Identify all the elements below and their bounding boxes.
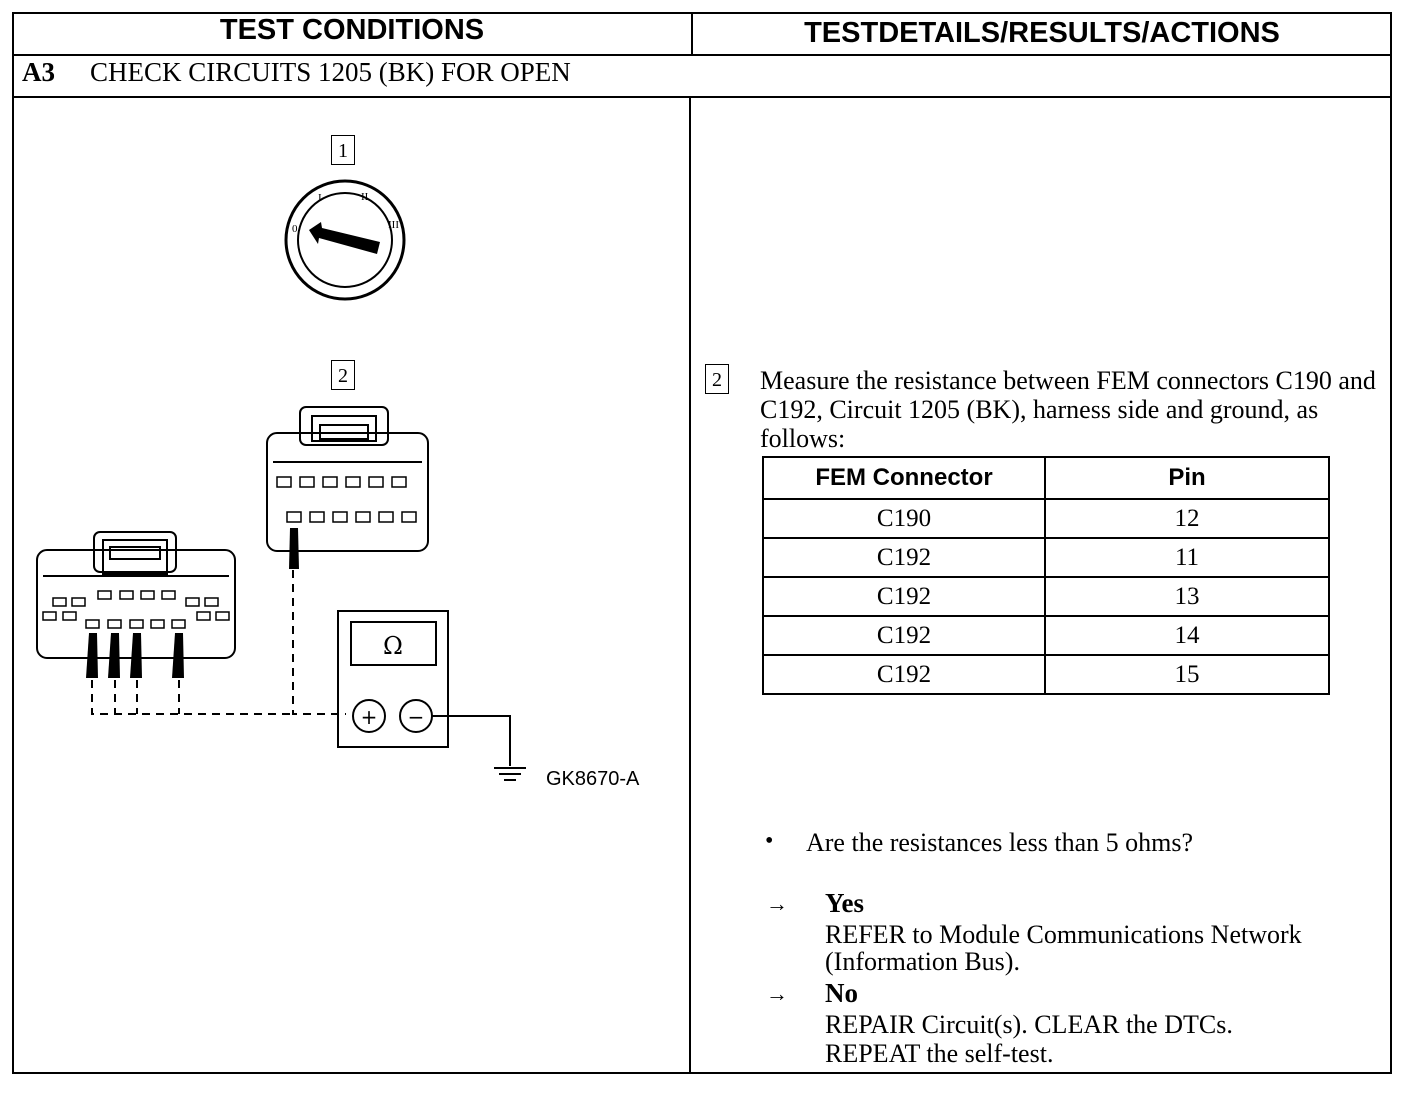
step-divider — [12, 96, 1392, 98]
table-row: C192 11 — [762, 537, 1330, 578]
table-cell-connector: C190 — [762, 498, 1046, 539]
header-test-conditions: TEST CONDITIONS — [219, 14, 485, 46]
diagram-step2-label: 2 — [331, 360, 355, 390]
table-row: C192 15 — [762, 654, 1330, 695]
step-id: A3 — [22, 57, 55, 87]
table-cell-connector: C192 — [762, 537, 1046, 578]
ignition-pos-2: II — [361, 191, 369, 203]
test-lead-wires — [91, 570, 346, 715]
table-header-row: FEM Connector Pin — [762, 456, 1330, 500]
answer-yes-action-line1: REFER to Module Communications Network — [825, 920, 1302, 949]
diagram-step1-label: 1 — [331, 135, 355, 165]
ignition-pos-1: I — [318, 192, 322, 204]
yes-arrow-icon: → — [766, 891, 788, 916]
table-row: C190 12 — [762, 498, 1330, 539]
meter-minus-terminal: − — [408, 705, 425, 729]
answer-yes-label: Yes — [825, 888, 864, 918]
table-cell-pin: 11 — [1044, 537, 1330, 578]
answer-no-action-line1: REPAIR Circuit(s). CLEAR the DTCs. — [825, 1010, 1233, 1039]
table-header-connector: FEM Connector — [762, 456, 1046, 500]
step-title: CHECK CIRCUITS 1205 (BK) FOR OPEN — [90, 57, 571, 87]
answer-no-label: No — [825, 978, 858, 1008]
fem-connector-table: FEM Connector Pin C190 12 C192 11 C192 1… — [762, 456, 1330, 695]
table-row: C192 14 — [762, 615, 1330, 656]
no-arrow-icon: → — [766, 981, 788, 1006]
page-frame — [12, 12, 1392, 1074]
instruction-text: Measure the resistance between FEM conne… — [760, 366, 1376, 453]
details-step-label: 2 — [705, 364, 729, 394]
probe-c190-pin12-icon — [289, 528, 299, 569]
table-cell-pin: 15 — [1044, 654, 1330, 695]
ohm-symbol: Ω — [383, 632, 403, 660]
table-header-pin: Pin — [1044, 456, 1330, 500]
question-text: Are the resistances less than 5 ohms? — [806, 828, 1194, 857]
table-cell-connector: C192 — [762, 654, 1046, 695]
header-column-divider — [691, 12, 693, 54]
ignition-switch-icon — [284, 179, 406, 301]
connector-c190-icon — [266, 406, 429, 552]
answer-yes-action-line2: (Information Bus). — [825, 947, 1020, 976]
ignition-position-labels: 0 I II III — [292, 191, 399, 235]
table-cell-pin: 14 — [1044, 615, 1330, 656]
table-cell-pin: 13 — [1044, 576, 1330, 617]
table-cell-pin: 12 — [1044, 498, 1330, 539]
ignition-pos-0: 0 — [292, 223, 298, 235]
ground-icon — [432, 715, 526, 781]
figure-id: GK8670-A — [546, 768, 640, 790]
ohmmeter-icon — [337, 610, 449, 748]
table-cell-connector: C192 — [762, 576, 1046, 617]
connector-c192-icon — [36, 531, 236, 659]
header-test-details: TESTDETAILS/RESULTS/ACTIONS — [804, 17, 1280, 49]
probe-c192-pins-icon — [86, 633, 184, 678]
table-cell-connector: C192 — [762, 615, 1046, 656]
test-diagram: 0 I II III — [36, 179, 526, 781]
header-divider — [12, 54, 1392, 56]
question-bullet: • — [765, 828, 774, 854]
answer-no-action-line2: REPEAT the self-test. — [825, 1039, 1054, 1068]
ignition-pos-3: III — [388, 219, 399, 231]
meter-plus-terminal: + — [361, 705, 378, 729]
table-row: C192 13 — [762, 576, 1330, 617]
body-column-divider — [689, 96, 691, 1074]
